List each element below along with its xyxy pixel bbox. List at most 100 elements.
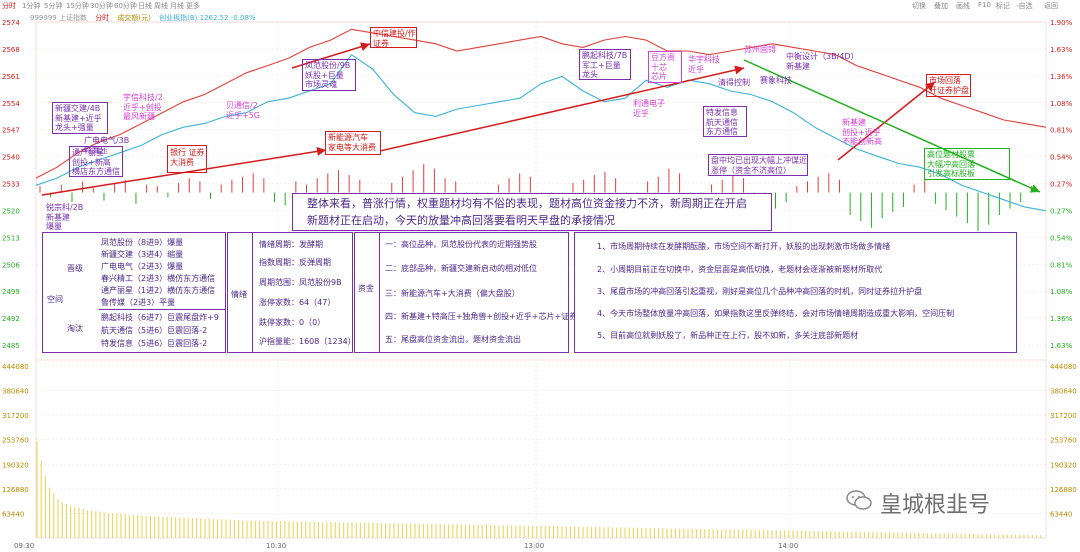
summary-box: 整体来看，普涨行情，权重题材均有不俗的表现，题材高位资金接力不济，新周期正在开启…	[292, 193, 772, 231]
x-tick-label: 10:30	[266, 542, 286, 550]
mood-label: 情绪	[231, 290, 247, 299]
annotation-text: 新基建 创投+近乎 不能创新高	[842, 118, 882, 146]
y-tick-label: 1.90%	[1050, 19, 1073, 27]
volume-tick-label: 126880	[2, 486, 29, 494]
annotation-text: 高位题材股票 大幅冲高回落 引发高标股板	[927, 150, 975, 178]
panel-divider	[99, 309, 225, 310]
annotation-fengfan: 凤范股份/9B 妖股+巨量 市场灵魂	[305, 61, 350, 90]
note-box-5	[167, 145, 207, 173]
money-label: 资金	[358, 284, 374, 293]
y-tick-label: 2520	[2, 207, 20, 215]
annotation-xinjijian: 新基建 创投+近乎 不能创新高	[842, 118, 882, 147]
conclusion-item: 1、市场周期持续在发酵期酝酿，市场空间不断打开，妖股的出现刺激市场做多情绪	[597, 242, 891, 251]
promote-item: 新疆交建（3进4）缩量	[101, 250, 184, 259]
money-item: 三：新能源汽车+大消费（偏大盘股）	[385, 289, 520, 298]
summary-line-1: 整体来看，普涨行情，权重题材均有不俗的表现，题材高位资金接力不济，新周期正在开启	[307, 197, 747, 210]
conclusion-item: 5、目前高位就剩妖股了，新品种正在上行，股不如新，多关注底部新题材	[597, 331, 859, 340]
promote-item: 通产丽星（1进2）横仿东方通信	[101, 286, 216, 295]
summary-line-2: 新题材正在启动，今天的放量冲高回落要看明天早盘的承接情况	[307, 214, 615, 227]
toolbar-f10-button[interactable]: F10	[978, 1, 991, 9]
toolbar-tab-more[interactable]: 更多	[186, 2, 200, 10]
annotation-text: 特发信息 航天通信 东方通信	[706, 108, 738, 136]
annotation-pengqi: 鹏起科技/7B 军工+巨量 龙头	[582, 51, 627, 80]
y-tick-label: 2574	[2, 19, 20, 27]
toolbar-overlay-button[interactable]: 叠加	[934, 2, 948, 10]
legend-volume: 成交额(元)	[117, 14, 151, 22]
y-tick-label: 2561	[2, 73, 20, 81]
promote-item: 鲁传媒（2进3）平量	[101, 298, 176, 307]
volume-tick-label: 253760	[1050, 437, 1077, 445]
panel-mood: 情绪 情绪周期：发酵期 指数周期：反弹周期 周期范围：凤范股份9B 涨停家数：6…	[227, 232, 356, 353]
y-tick-label: 1.08%	[1050, 288, 1073, 296]
annotation-text: 苏州固锝	[744, 45, 776, 54]
conclusion-item: 4、今天市场整体放量冲高回落，如果指数这里反弹终结，会对市场情绪周期造成重大影响…	[597, 309, 955, 318]
annotation-tefa: 特发信息 航天通信 东方通信	[706, 108, 738, 137]
promote-item: 春兴精工（2进3）横仿东方通信	[101, 274, 216, 283]
y-tick-label: 2540	[2, 154, 20, 162]
mood-item: 跌停家数：0（0）	[259, 318, 326, 327]
volume-tick-label: 380640	[2, 388, 29, 396]
annotation-ruizong: 锐宗科/2B 新基建 爆量	[46, 203, 83, 232]
note-box-11	[648, 51, 682, 83]
panel-divider	[252, 233, 253, 352]
y-tick-label: 0.27%	[1050, 207, 1073, 215]
toolbar-fenshi-tab[interactable]: 分时	[2, 2, 16, 10]
legend-gem-index: 创业板指(B) 1262.52 -0.08%	[159, 14, 256, 22]
toolbar-tab-1min[interactable]: 1分钟	[22, 2, 41, 10]
volume-tick-label: 190320	[2, 461, 29, 469]
toolbar-back-button[interactable]: 返回	[1044, 2, 1058, 10]
eliminate-label: 淘汰	[67, 324, 83, 333]
annotation-xinjiang: 新疆交建/4B 新基建+近乎 龙头+强量	[55, 104, 102, 133]
toolbar-tab-30min[interactable]: 30分钟	[90, 2, 113, 10]
toolbar-tab-15min[interactable]: 15分钟	[66, 2, 89, 10]
note-box-20	[926, 74, 971, 97]
toolbar-switch-button[interactable]: 切换	[912, 2, 926, 10]
y-tick-label: 0.54%	[1050, 234, 1073, 242]
y-axis-left: 2574256825612554254725402533252025132506…	[2, 19, 20, 350]
toolbar-tab-month[interactable]: 月线	[170, 2, 184, 10]
toolbar-tab-60min[interactable]: 60分钟	[114, 2, 137, 10]
annotation-text: 中信建投/作 证券	[373, 29, 416, 48]
mood-item: 指数周期：反弹周期	[259, 258, 331, 267]
eliminate-item: 鹏起科技（6进7）巨震尾盘炸+9	[101, 313, 219, 322]
money-item: 二：底部品种，新疆交建新启动的相对低位	[385, 264, 537, 273]
series-line-1	[35, 28, 1047, 179]
y-tick-label: 1.63%	[1050, 342, 1073, 350]
annotation-text: 锐宗科/2B 新基建 爆量	[46, 203, 84, 231]
toolbar-draw-button[interactable]: 画线	[956, 2, 970, 10]
note-box-7	[302, 59, 356, 91]
eliminate-item: 航天通信（5进6）巨震回落-2	[101, 326, 208, 335]
annotation-beitong: 贝通信/2 近乎+5G	[226, 101, 260, 120]
volume-tick-label: 317200	[1050, 412, 1077, 420]
toolbar-favorite-button[interactable]: -自选	[1016, 2, 1033, 10]
note-box-1	[52, 102, 108, 134]
annotation-saixiang: 赛象科技	[760, 76, 792, 86]
mood-item: 涨停家数：64（47）	[259, 298, 336, 307]
wechat-icon	[846, 490, 872, 510]
toolbar-tab-week[interactable]: 周线	[154, 2, 168, 10]
annotation-doufang: 豆方贵 十芯 芯片	[651, 53, 675, 82]
legend-index-name: 999999 上证指数	[30, 14, 87, 22]
trend-arrow-4	[837, 81, 936, 161]
note-box-19	[708, 154, 808, 176]
x-tick-label: 14:00	[778, 542, 798, 550]
volume-tick-label: 63440	[2, 510, 24, 518]
money-item: 一：高位品种，凤范股份代表的近期强势股	[385, 240, 537, 249]
promote-label: 晋级	[67, 264, 83, 273]
annotation-suzhou: 苏州固锝	[744, 45, 776, 55]
toolbar-mark-button[interactable]: 标记	[996, 2, 1010, 10]
volume-tick-label: 63440	[1050, 510, 1072, 518]
annotation-high-fall: 高位题材股票 大幅冲高回落 引发高标股板	[927, 150, 975, 179]
annotation-bank: 银行 证券 大消费	[170, 148, 205, 167]
mood-item: 情绪周期：发酵期	[259, 240, 323, 249]
y-tick-label: 2554	[2, 100, 20, 108]
money-item: 五：尾盘高位资金流出，题材资金流出	[385, 335, 521, 344]
money-item: 四：新基建+特高压+独角兽+创投+近乎+芯片+证券	[385, 312, 578, 321]
toolbar-tab-5min[interactable]: 5分钟	[44, 2, 63, 10]
annotation-newenergy: 新能源汽车 家电等大消费	[328, 133, 376, 152]
annotation-text: 市场回落 开证券护盘	[929, 76, 969, 95]
toolbar-tab-day[interactable]: 日线	[138, 2, 152, 10]
volume-tick-label: 126880	[1050, 486, 1077, 494]
annotation-zhongxin: 中信建投/作 证券	[373, 29, 416, 48]
note-box-10	[579, 49, 631, 80]
